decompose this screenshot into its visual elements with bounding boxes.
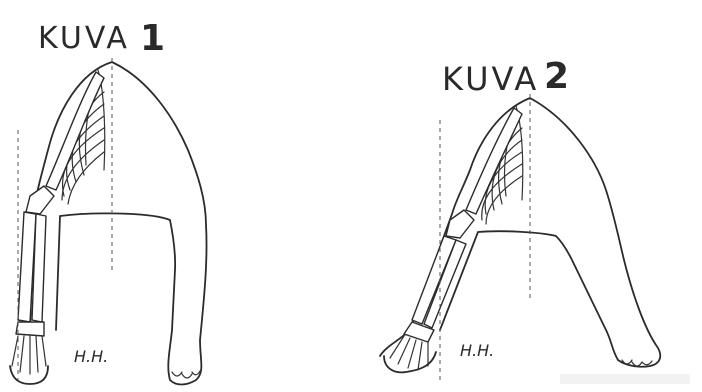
- figure-2-signature: H.H.: [460, 341, 494, 360]
- figure-1-right-paw: [172, 371, 200, 378]
- figure-2: KUVA 2 H.H.: [380, 56, 660, 380]
- figure-2-number: 2: [544, 56, 569, 97]
- figure-1: KUVA 1 H.H.: [10, 18, 207, 385]
- figure-1-number: 1: [140, 18, 165, 59]
- scan-smudge: [560, 374, 690, 384]
- figure-1-label: KUVA: [38, 21, 130, 56]
- figure-1-signature: H.H.: [74, 347, 108, 366]
- figure-2-forelimb-bones: [384, 108, 522, 372]
- figure-1-body-outline: [30, 62, 207, 385]
- figure-2-label: KUVA: [442, 60, 539, 98]
- figure-1-forelimb-bones: [10, 72, 104, 384]
